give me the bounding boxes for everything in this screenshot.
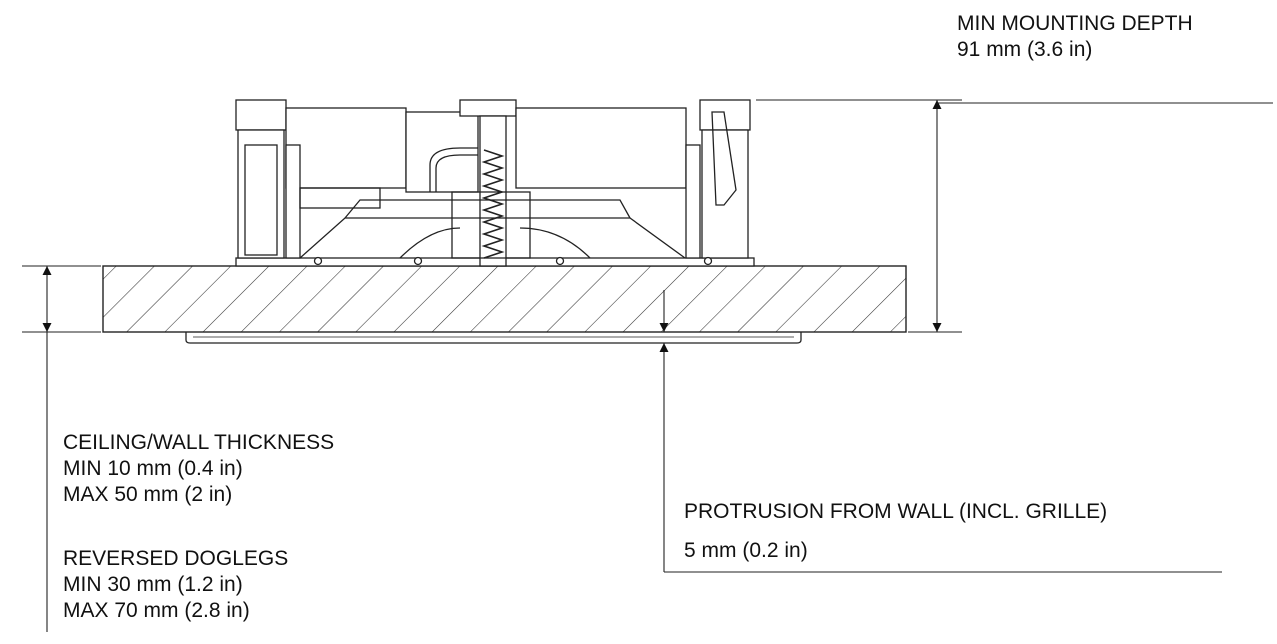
grille: [185, 332, 802, 344]
speaker-body: [235, 99, 755, 267]
doglegs-min: MIN 30 mm (1.2 in): [63, 573, 243, 596]
doglegs-label: REVERSED DOGLEGS MIN 30 mm (1.2 in) MAX …: [63, 546, 288, 624]
thickness-min: MIN 10 mm (0.4 in): [63, 457, 243, 480]
doglegs-max: MAX 70 mm (2.8 in): [63, 599, 250, 622]
mounting-depth-value: 91 mm (3.6 in): [957, 38, 1093, 61]
thickness-dimension: [22, 265, 101, 632]
mounting-depth-dimension: [756, 99, 1273, 333]
thickness-max: MAX 50 mm (2 in): [63, 483, 233, 506]
ceiling-wall-section: [102, 265, 907, 333]
doglegs-title: REVERSED DOGLEGS: [63, 547, 289, 570]
protrusion-title: PROTRUSION FROM WALL (INCL. GRILLE): [684, 500, 1108, 523]
protrusion-dimension: [659, 290, 1222, 573]
protrusion-value: 5 mm (0.2 in): [684, 539, 808, 562]
mounting-depth-title: MIN MOUNTING DEPTH: [957, 12, 1193, 35]
mounting-depth-label: MIN MOUNTING DEPTH 91 mm (3.6 in): [957, 11, 1193, 63]
thickness-title: CEILING/WALL THICKNESS: [63, 431, 335, 454]
thickness-label: CEILING/WALL THICKNESS MIN 10 mm (0.4 in…: [63, 430, 334, 508]
